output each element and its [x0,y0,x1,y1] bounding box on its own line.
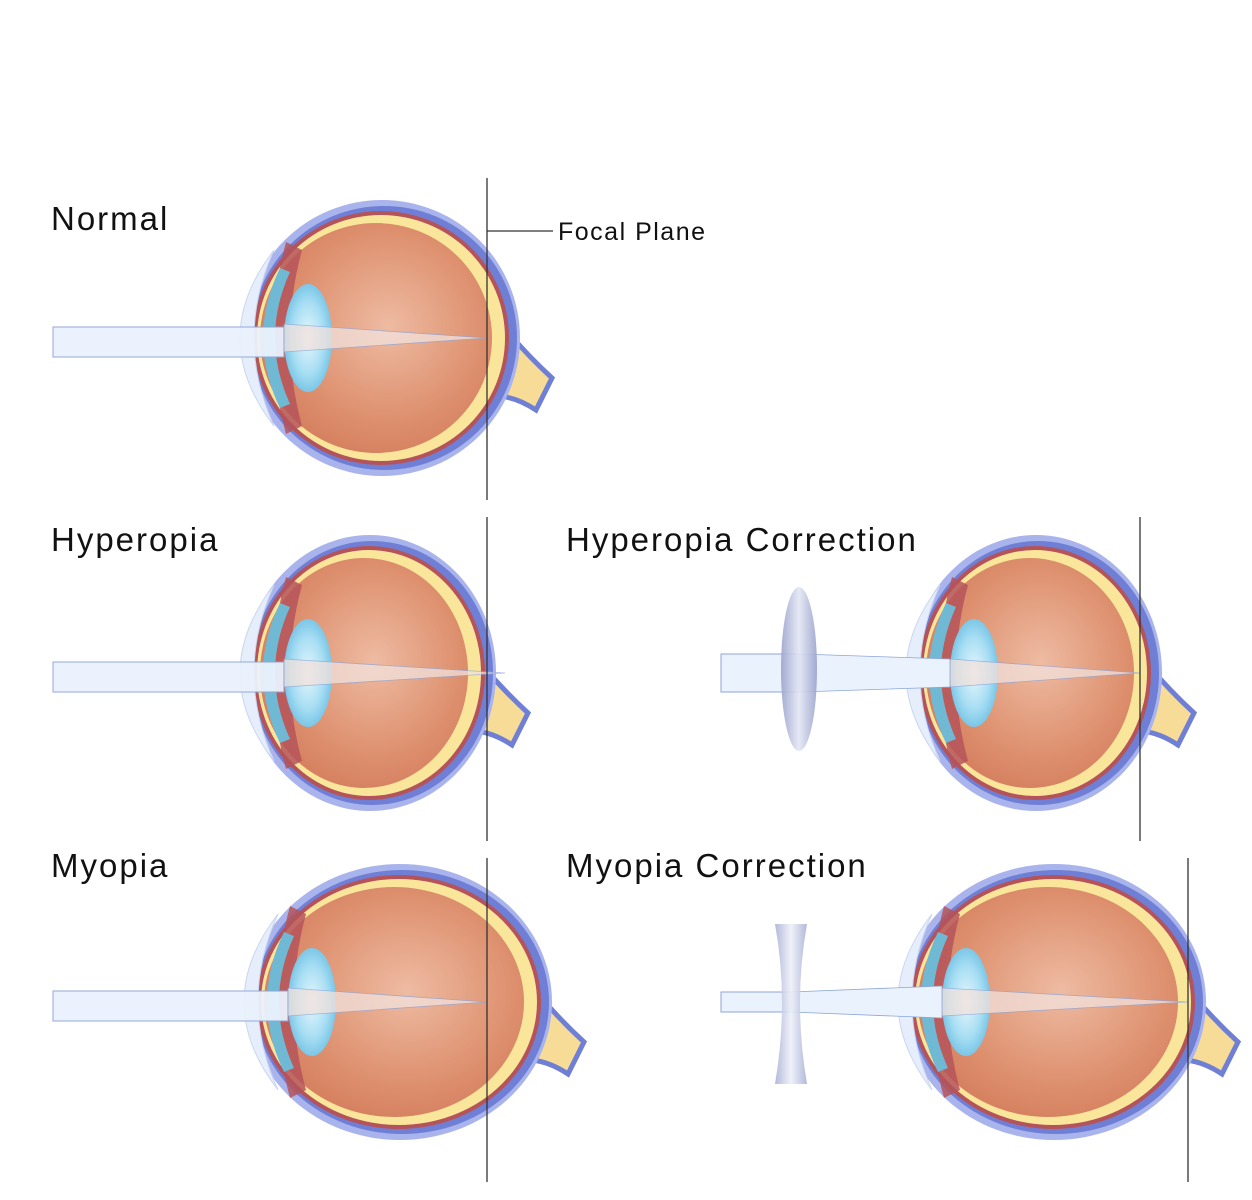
light-beam [52,326,285,358]
focal-plane-label: Focal Plane [558,218,707,246]
light-beam [52,661,285,693]
iris [263,268,290,408]
eye-myopia [52,864,588,1140]
focal-planes [486,178,1189,1182]
panel-title-normal: Normal [51,200,169,237]
eye-normal [52,200,556,476]
cornea [239,249,275,427]
eyes-layer [52,200,1242,1140]
iris [263,603,290,743]
cornea [239,584,275,762]
iris [929,603,956,743]
refracted-rays [287,987,488,1017]
diverging-beam [790,985,943,1019]
eye-myopia-correction [720,864,1242,1140]
iris [921,932,948,1072]
panel-title-hyperopia: Hyperopia [51,521,219,558]
panel-title-myopia-correction: Myopia Correction [566,847,868,884]
eye-hyperopia-correction [720,535,1198,811]
light-beam [52,990,289,1022]
converging-beam [798,653,951,693]
iris [267,932,294,1072]
cornea [243,913,279,1091]
refracted-rays [283,658,506,688]
eye-hyperopia [52,535,532,811]
light-beam [720,991,792,1013]
panel-title-myopia: Myopia [51,847,169,884]
panel-title-hyperopia-correction: Hyperopia Correction [566,521,918,558]
cornea [897,913,933,1091]
convex-lens [781,587,817,751]
concave-lens [775,924,807,1084]
cornea [905,584,941,762]
refracted-rays [283,323,488,353]
